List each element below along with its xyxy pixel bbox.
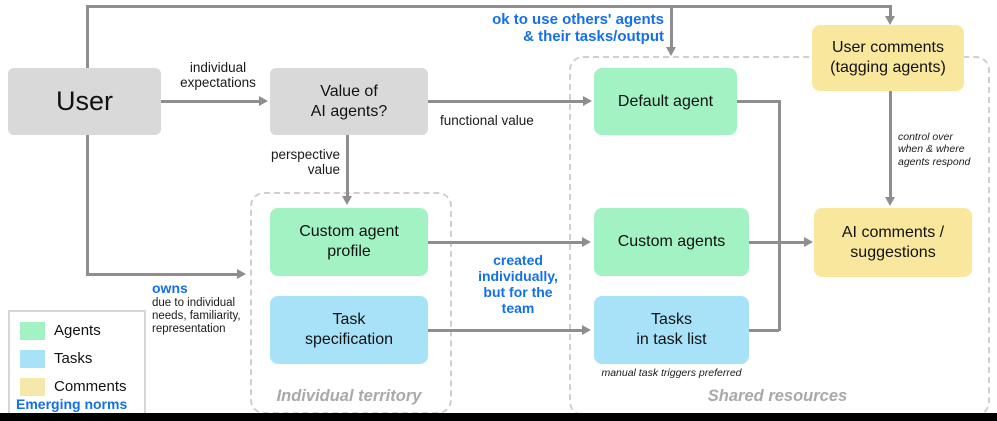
arrowhead-into-ai-comments bbox=[804, 237, 813, 247]
connector-user-to-value bbox=[161, 100, 260, 103]
arrowhead-into-shared-resources bbox=[666, 47, 676, 56]
connector-custom-agents-to-ai-comments bbox=[749, 241, 805, 244]
connector-user-top bbox=[86, 6, 89, 70]
node-default-agent: Default agent bbox=[594, 68, 737, 135]
connector-taskspec-to-tasklist bbox=[428, 329, 583, 332]
connector-user-comments-to-ai-comments bbox=[889, 91, 892, 198]
legend-swatch-agents bbox=[20, 322, 45, 340]
node-task-specification: Task specification bbox=[270, 296, 428, 364]
individual-territory-label: Individual territory bbox=[276, 387, 422, 405]
node-custom-agent-profile: Custom agent profile bbox=[270, 208, 428, 276]
arrowhead-into-custom-profile bbox=[342, 196, 352, 205]
legend-swatch-comments bbox=[20, 378, 45, 396]
connector-value-to-default-agent bbox=[428, 100, 584, 103]
arrowhead-into-value bbox=[259, 96, 268, 106]
node-custom-agents: Custom agents bbox=[594, 208, 749, 276]
label-control-over: control over when & where agents respond bbox=[898, 131, 971, 168]
node-user-comments: User comments (tagging agents) bbox=[812, 25, 964, 91]
label-individual-expectations: individual expectations bbox=[180, 60, 256, 91]
arrowhead-into-ai-comments-top bbox=[885, 197, 895, 206]
label-ok-to-use: ok to use others' agents & their tasks/o… bbox=[492, 11, 664, 45]
connector-top-to-shared bbox=[670, 5, 673, 48]
connector-user-down bbox=[86, 135, 89, 275]
connector-top-to-user-comments bbox=[889, 5, 892, 18]
label-created-for-team: created individually, but for the team bbox=[478, 252, 558, 317]
node-tasks-in-task-list: Tasks in task list bbox=[594, 296, 749, 364]
connector-user-to-territory bbox=[86, 273, 238, 276]
node-ai-comments-suggestions: AI comments / suggestions bbox=[814, 208, 972, 277]
legend-label-comments: Comments bbox=[54, 378, 127, 395]
legend-emerging-norms: Emerging norms bbox=[16, 396, 128, 412]
legend-label-agents: Agents bbox=[54, 322, 101, 339]
label-functional-value: functional value bbox=[440, 113, 534, 128]
label-perspective-value: perspective value bbox=[270, 147, 340, 178]
arrowhead-into-tasklist bbox=[582, 325, 591, 335]
legend-label-tasks: Tasks bbox=[54, 350, 93, 367]
arrowhead-into-user-comments bbox=[885, 16, 895, 25]
node-value-of-ai-agents: Value of AI agents? bbox=[270, 68, 428, 135]
connector-tasklist-right bbox=[748, 329, 779, 332]
connector-default-agent-right bbox=[737, 100, 781, 103]
bottom-black-bar bbox=[0, 413, 997, 421]
connector-profile-to-custom-agents bbox=[428, 241, 583, 244]
connector-merge-vertical bbox=[778, 100, 781, 331]
connector-top-bar bbox=[86, 5, 892, 8]
label-owns-detail: due to individual needs, familiarity, re… bbox=[152, 297, 241, 336]
node-user: User bbox=[8, 68, 161, 135]
connector-value-to-custom-profile bbox=[346, 135, 349, 197]
label-manual-triggers: manual task triggers preferred bbox=[601, 367, 742, 379]
legend-box: Agents Tasks Comments Emerging norms bbox=[8, 310, 146, 417]
legend-swatch-tasks bbox=[20, 350, 45, 368]
arrowhead-into-custom-agents bbox=[582, 237, 591, 247]
label-owns: owns bbox=[152, 280, 188, 296]
arrowhead-into-territory bbox=[237, 269, 246, 279]
arrowhead-into-default-agent bbox=[583, 96, 592, 106]
shared-resources-label: Shared resources bbox=[707, 387, 848, 405]
